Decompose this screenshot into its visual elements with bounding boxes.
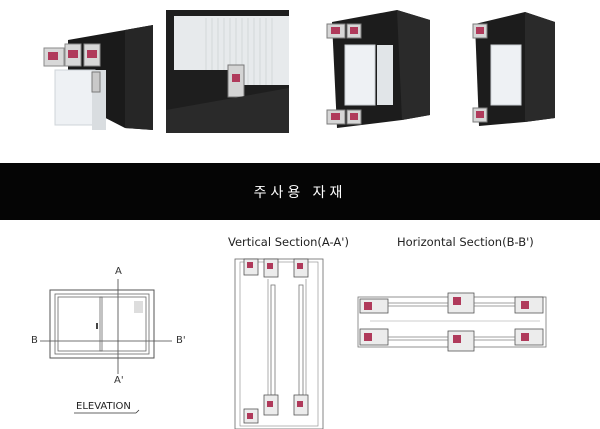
window-outer-frame: [49, 289, 155, 359]
product-photo-top-frame: [30, 10, 153, 133]
section-3d-render: [326, 10, 430, 128]
frame-corner-render: [43, 25, 153, 130]
banner-title: 주사용 자재: [253, 184, 347, 201]
elevation-drawing: [40, 279, 172, 414]
horizontal-section-title: Horizontal Section(B-B'): [397, 235, 534, 249]
sash-detail-render: [166, 10, 289, 133]
section-banner: 주사용 자재: [0, 163, 600, 220]
product-photo-section-3d-right: [445, 10, 568, 133]
horizontal-section-drawing: [357, 292, 547, 352]
vertical-section-drawing: [234, 258, 324, 429]
elevation-label: ELEVATION: [76, 401, 131, 412]
vertical-section-title: Vertical Section(A-A'): [228, 235, 349, 249]
elevation-marker-a-top: A: [115, 266, 122, 277]
window-sash-right: [99, 296, 147, 352]
product-photo-section-3d-left: [307, 10, 430, 133]
product-photo-sash-detail: [166, 10, 289, 133]
window-sash-left: [57, 296, 103, 352]
section-3d-render-2: [472, 12, 555, 126]
elevation-marker-a-bottom: A': [114, 375, 124, 386]
elevation-marker-b-right: B': [176, 335, 186, 346]
elevation-marker-b-left: B: [31, 335, 38, 346]
